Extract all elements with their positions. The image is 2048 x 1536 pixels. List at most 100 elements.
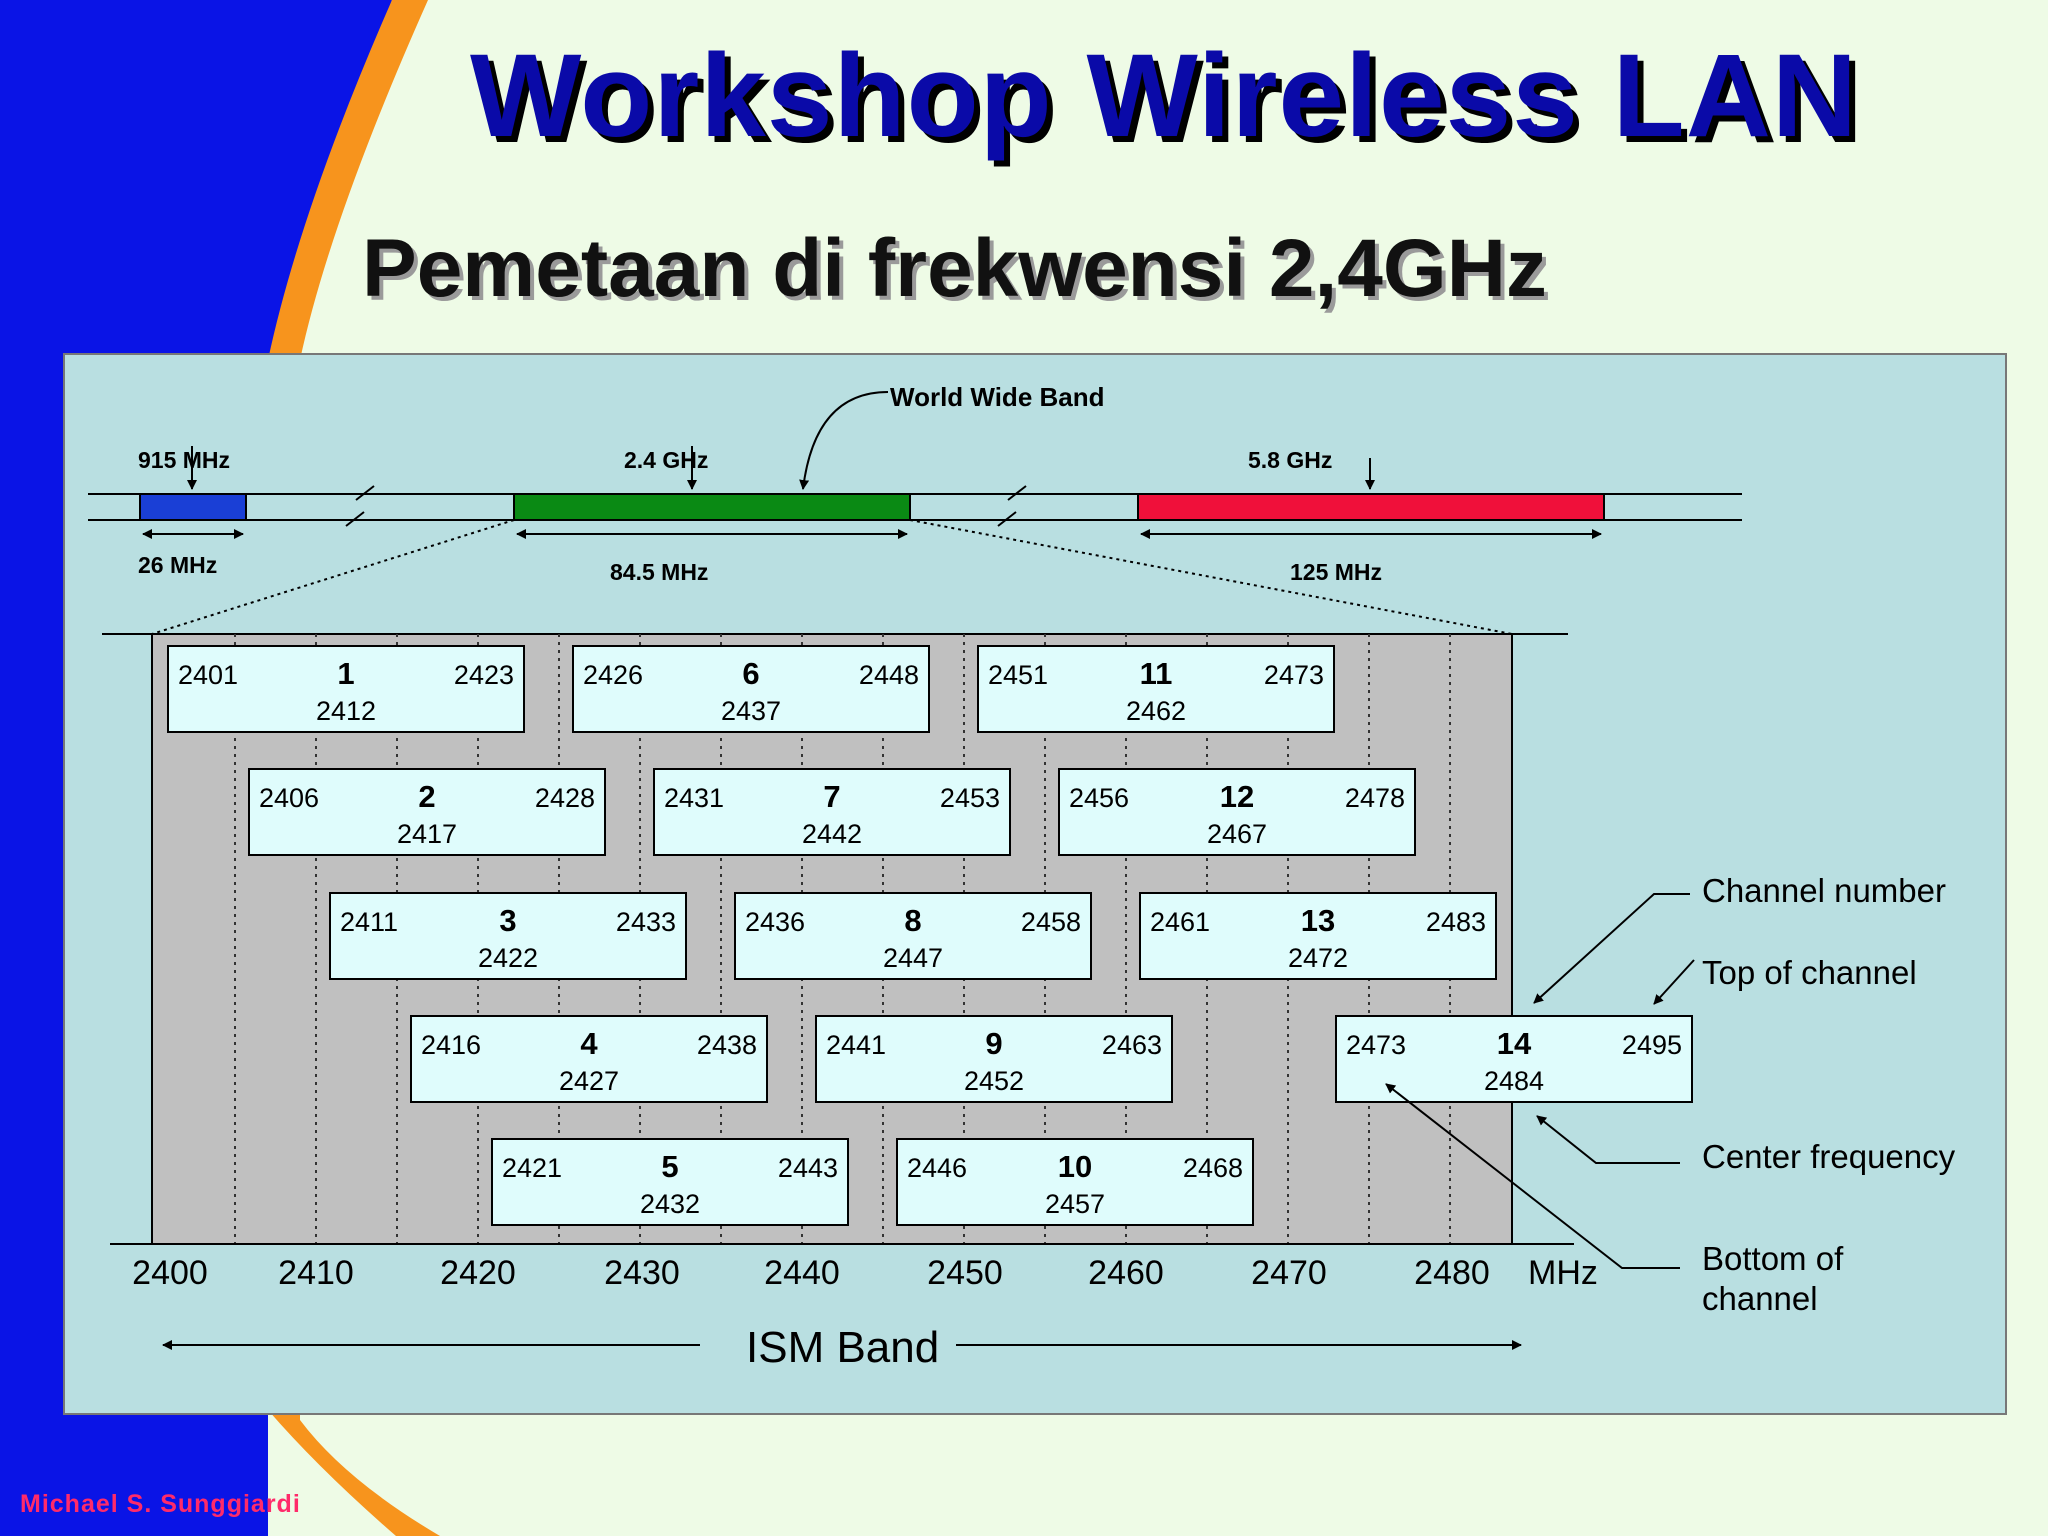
break-mark	[355, 485, 375, 501]
label-2-4-ghz: 2.4 GHz	[624, 447, 708, 473]
channel-top-freq: 2458	[1021, 907, 1081, 937]
channel-box-frame	[248, 768, 606, 856]
leader-center-frequency	[1536, 1115, 1680, 1164]
channel-bottom-freq: 2426	[583, 660, 643, 690]
channel-number: 2	[418, 779, 435, 814]
channel-number: 1	[337, 656, 354, 691]
axis-tick-label: 2440	[764, 1254, 840, 1292]
channel-top-freq: 2463	[1102, 1030, 1162, 1060]
legend-bottom-of-channel-2: channel	[1702, 1280, 1818, 1317]
axis-tick-label: 2450	[927, 1254, 1003, 1292]
channel-number: 3	[499, 903, 516, 938]
axis-tick-label: 2470	[1251, 1254, 1327, 1292]
channel-number: 13	[1301, 903, 1335, 938]
channel-top-freq: 2483	[1426, 907, 1486, 937]
legend-channel-number: Channel number	[1702, 872, 1946, 909]
axis-tick-label: 2480	[1414, 1254, 1490, 1292]
channel-center-freq: 2437	[721, 696, 781, 726]
channel-top-freq: 2478	[1345, 783, 1405, 813]
channel-box-2: 2406 2 2428 2417	[248, 768, 606, 856]
channel-number: 7	[823, 779, 840, 814]
channel-box-11: 2451 11 2473 2462	[977, 645, 1335, 733]
channel-center-freq: 2462	[1126, 696, 1186, 726]
axis-tick-labels: 2400 2410 2420 2430 2440 2450 2460 2470 2480	[132, 1254, 1490, 1292]
channel-number: 10	[1058, 1149, 1092, 1184]
channel-box-frame	[572, 645, 930, 733]
channel-number: 6	[742, 656, 759, 691]
frequency-band-strip: 915 MHz 2.4 GHz 5.8 GHz World Wide Band …	[88, 382, 1742, 585]
channel-top-freq: 2468	[1183, 1153, 1243, 1183]
channel-top-freq: 2453	[940, 783, 1000, 813]
channel-top-freq: 2423	[454, 660, 514, 690]
axis-tick-label: 2460	[1088, 1254, 1164, 1292]
slide-title: Workshop Wireless LAN	[470, 30, 1859, 162]
channel-box-frame	[653, 768, 1011, 856]
world-wide-pointer	[799, 391, 889, 490]
channel-center-freq: 2427	[559, 1066, 619, 1096]
channel-box-frame	[329, 892, 687, 980]
channel-number: 4	[580, 1026, 598, 1061]
channel-bottom-freq: 2451	[988, 660, 1048, 690]
channel-top-freq: 2428	[535, 783, 595, 813]
axis-tick-label: 2410	[278, 1254, 354, 1292]
channel-bottom-freq: 2401	[178, 660, 238, 690]
channel-box-frame	[815, 1015, 1173, 1103]
channel-bottom-freq: 2406	[259, 783, 319, 813]
channel-number: 8	[904, 903, 921, 938]
channel-bottom-freq: 2411	[340, 907, 398, 937]
label-125-mhz: 125 MHz	[1290, 559, 1382, 585]
leader-channel-number	[1533, 893, 1690, 1004]
leader-bottom-of-channel	[1385, 1083, 1680, 1269]
leader-top-of-channel	[1653, 959, 1695, 1005]
channel-top-freq: 2495	[1622, 1030, 1682, 1060]
channel-box-8: 2436 8 2458 2447	[734, 892, 1092, 980]
channel-center-freq: 2472	[1288, 943, 1348, 973]
channel-bottom-freq: 2421	[502, 1153, 562, 1183]
channel-number: 5	[661, 1149, 678, 1184]
axis-unit: MHz	[1528, 1254, 1598, 1292]
axis-tick-label: 2430	[604, 1254, 680, 1292]
channel-center-freq: 2467	[1207, 819, 1267, 849]
author-footer: Michael S. Sunggiardi	[20, 1490, 301, 1518]
legend: Channel number Top of channel Center fre…	[1385, 872, 1956, 1317]
channel-bottom-freq: 2461	[1150, 907, 1210, 937]
label-5-8-ghz: 5.8 GHz	[1248, 447, 1332, 473]
channel-number: 11	[1140, 656, 1173, 691]
channel-box-frame	[977, 645, 1335, 733]
channel-number: 14	[1497, 1026, 1532, 1061]
channel-box-frame	[1058, 768, 1416, 856]
channel-number: 12	[1220, 779, 1254, 814]
legend-bottom-of-channel-1: Bottom of	[1702, 1240, 1844, 1277]
channel-center-freq: 2422	[478, 943, 538, 973]
channel-box-frame	[896, 1138, 1254, 1226]
channel-box-frame	[1139, 892, 1497, 980]
legend-center-frequency: Center frequency	[1702, 1138, 1956, 1175]
channel-center-freq: 2447	[883, 943, 943, 973]
label-915-mhz: 915 MHz	[138, 447, 230, 473]
channel-top-freq: 2433	[616, 907, 676, 937]
channel-box-13: 2461 13 2483 2472	[1139, 892, 1497, 980]
axis-tick-label: 2400	[132, 1254, 208, 1292]
channel-boxes: 2401 1 2423 2412 2406 2 2428 2417 2411 3 2433 2422 2…	[167, 645, 1693, 1226]
label-84-5-mhz: 84.5 MHz	[610, 559, 708, 585]
channel-top-freq: 2443	[778, 1153, 838, 1183]
channel-center-freq: 2457	[1045, 1189, 1105, 1219]
band-2-4-ghz	[513, 493, 911, 521]
channel-bottom-freq: 2441	[826, 1030, 886, 1060]
channel-bottom-freq: 2436	[745, 907, 805, 937]
legend-top-of-channel: Top of channel	[1702, 954, 1917, 991]
channel-box-frame	[491, 1138, 849, 1226]
break-mark	[345, 511, 365, 527]
axis-tick-label: 2420	[440, 1254, 516, 1292]
channel-center-freq: 2412	[316, 696, 376, 726]
break-mark	[1007, 485, 1027, 501]
channel-center-freq: 2432	[640, 1189, 700, 1219]
channel-bottom-freq: 2446	[907, 1153, 967, 1183]
label-26-mhz: 26 MHz	[138, 552, 217, 578]
channel-top-freq: 2473	[1264, 660, 1324, 690]
channel-center-freq: 2417	[397, 819, 457, 849]
channel-bottom-freq: 2416	[421, 1030, 481, 1060]
